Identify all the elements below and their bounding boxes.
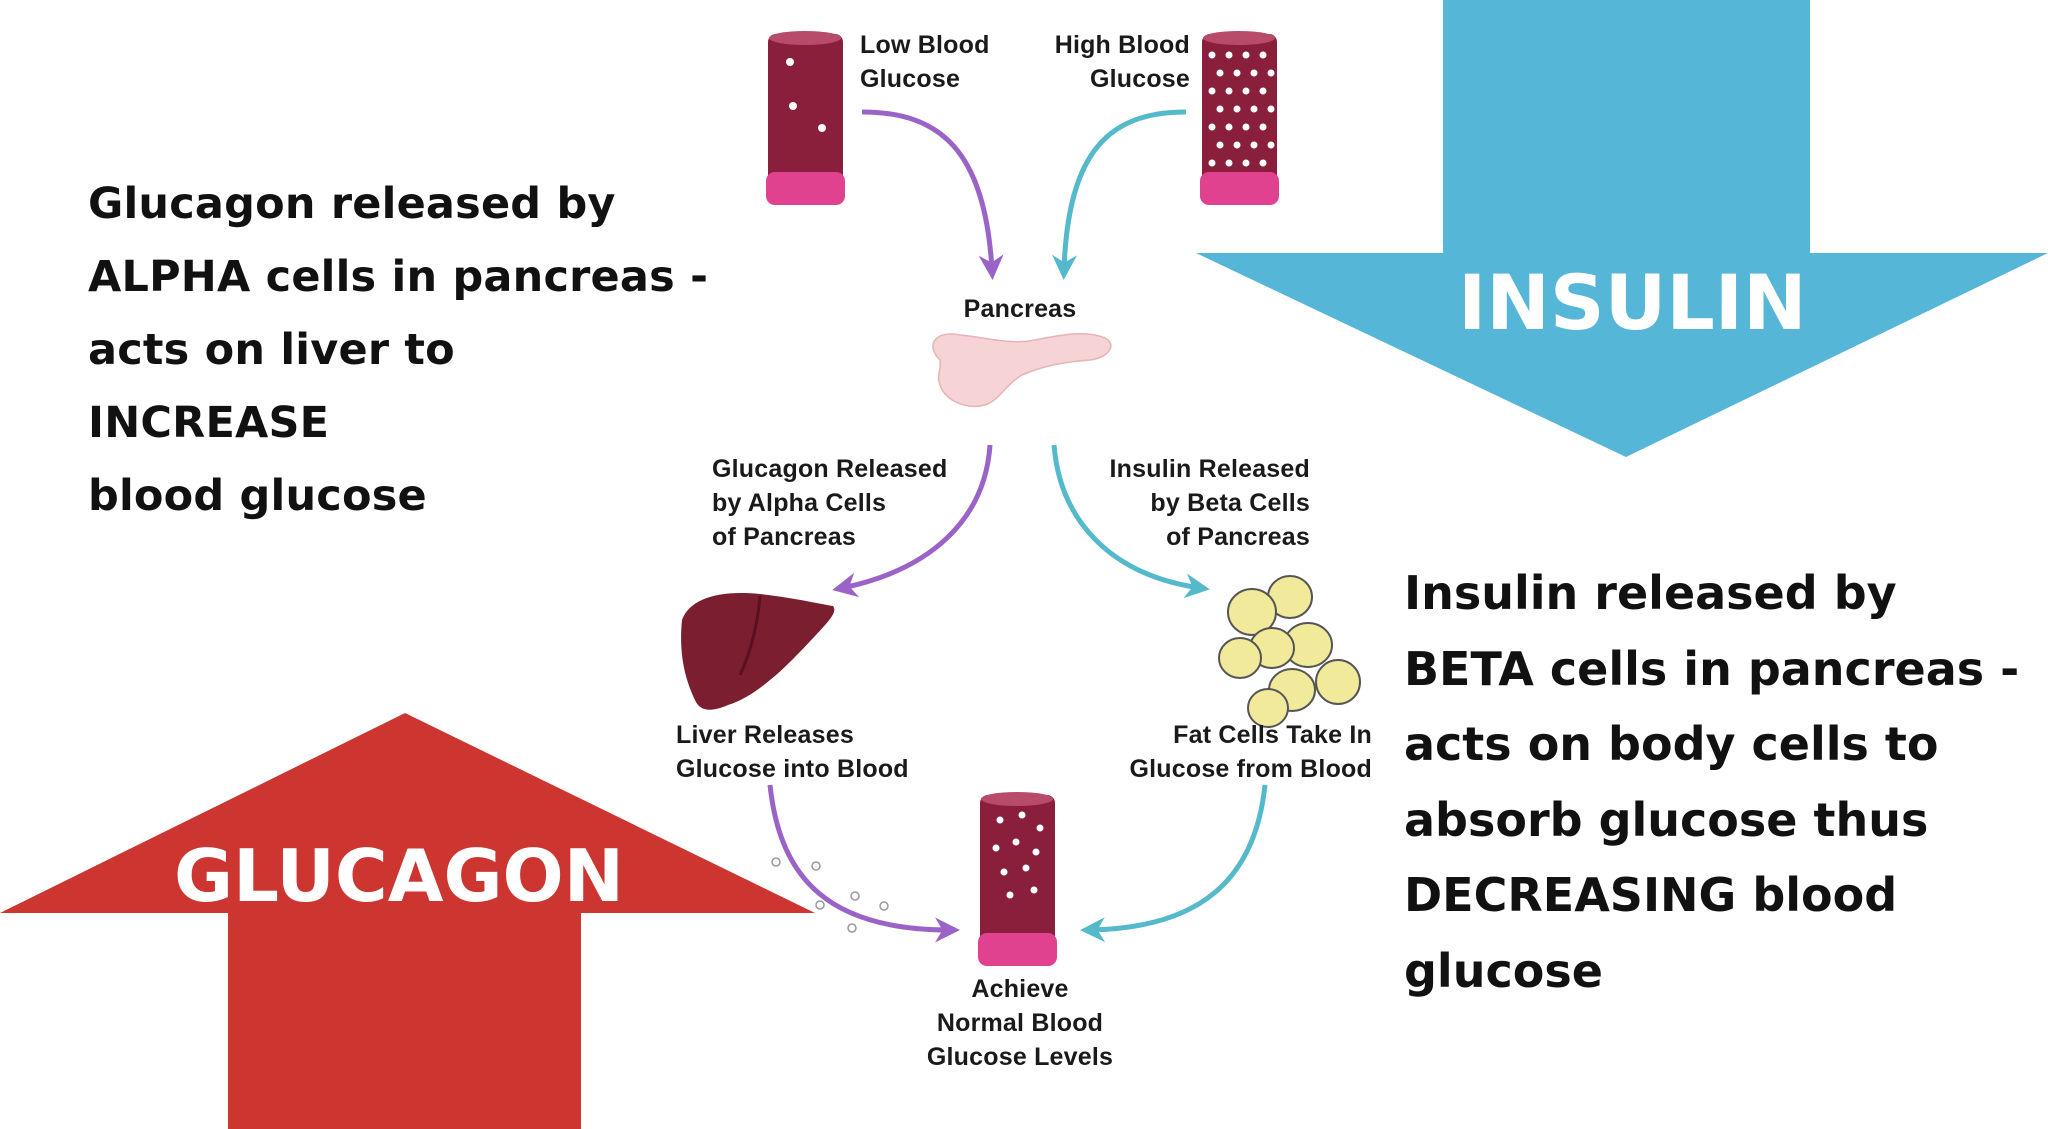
normal-levels-label: Achieve Normal Blood Glucose Levels	[926, 975, 1114, 1071]
glucose-dot	[1242, 87, 1250, 95]
pancreas-label: Pancreas	[963, 295, 1077, 323]
high-glucose-to-pancreas-arrow	[1052, 109, 1187, 280]
glucose-dot	[1225, 159, 1233, 167]
glucose-dot	[1208, 123, 1216, 131]
glucose-dot	[1233, 69, 1241, 77]
glucose-dot	[1233, 141, 1241, 149]
glucose-dot	[1242, 51, 1250, 59]
glucose-dot	[1259, 87, 1267, 95]
glucose-dot	[1233, 105, 1241, 113]
glucagon-released-label: Glucagon Released by Alpha Cells of Panc…	[712, 455, 948, 551]
glucose-dot	[1259, 51, 1267, 59]
glucose-dot	[1250, 69, 1258, 77]
glucose-dot	[1216, 141, 1224, 149]
low-blood-glucose-label: Low Blood Glucose	[860, 31, 990, 93]
glucose-dot	[1208, 87, 1216, 95]
glucose-dot	[1267, 105, 1275, 113]
insulin-released-label: Insulin Released by Beta Cells of Pancre…	[1109, 455, 1310, 551]
glucose-dot	[1225, 123, 1233, 131]
fat-cells-icon	[1218, 575, 1361, 728]
fat-cells-label: Fat Cells Take In Glucose from Blood	[1129, 721, 1372, 783]
glucose-dot	[1208, 51, 1216, 59]
glucose-dot	[1259, 159, 1267, 167]
glucagon-big-arrow	[0, 713, 815, 1129]
glucose-dot	[1208, 159, 1216, 167]
glucose-dot	[1267, 141, 1275, 149]
glucose-dot	[1216, 69, 1224, 77]
glucose-dot	[1242, 159, 1250, 167]
glucagon-arrow-label: GLUCAGON	[174, 834, 624, 918]
high-glucose-vessel-icon	[1200, 31, 1279, 205]
glucose-dot	[1242, 123, 1250, 131]
glucose-dot	[1216, 105, 1224, 113]
low-glucose-vessel-icon	[766, 31, 845, 205]
liver-releases-label: Liver Releases Glucose into Blood	[676, 721, 909, 783]
glucose-dot	[1267, 69, 1275, 77]
high-blood-glucose-label: High Blood Glucose	[1054, 31, 1190, 93]
liver-to-normal-arrow	[767, 784, 960, 943]
glucose-dot	[1250, 141, 1258, 149]
fat-cells-to-normal-arrow	[1080, 784, 1268, 943]
insulin-explanation: Insulin released by BETA cells in pancre…	[1404, 566, 2020, 998]
insulin-big-arrow	[1196, 0, 2048, 457]
glucose-dot	[1250, 105, 1258, 113]
normal-glucose-vessel-icon	[978, 792, 1057, 966]
insulin-arrow-label: INSULIN	[1458, 258, 1807, 347]
liver-icon	[681, 593, 835, 710]
glucose-dot	[1259, 123, 1267, 131]
glucose-droplets-icon	[771, 857, 889, 933]
glucose-dot	[1225, 51, 1233, 59]
glucose-dot	[1225, 87, 1233, 95]
pancreas-icon	[932, 333, 1112, 407]
low-glucose-to-pancreas-arrow	[861, 109, 1004, 280]
pancreas-to-liver-arrow	[832, 444, 993, 598]
glucagon-explanation: Glucagon released by ALPHA cells in panc…	[88, 179, 709, 521]
pancreas-to-fat-cells-arrow	[1051, 444, 1210, 599]
